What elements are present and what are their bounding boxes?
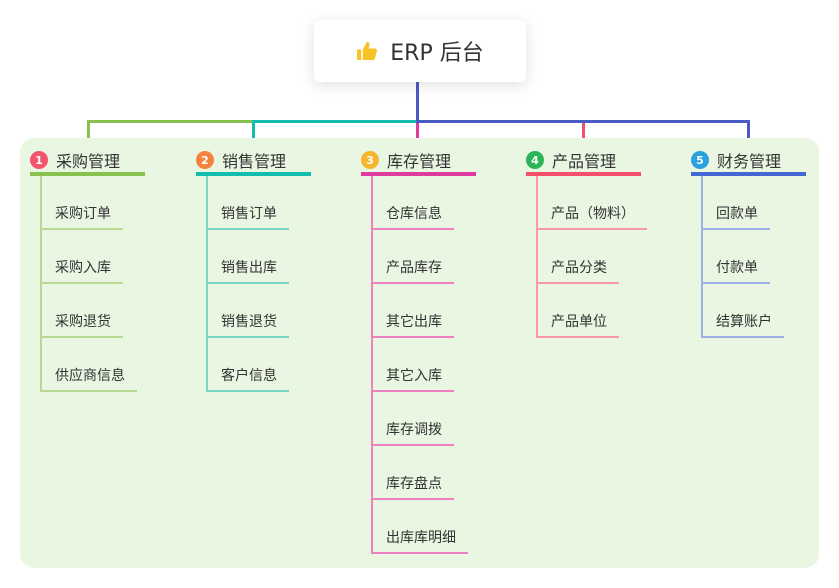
branch-label: 财务管理 <box>717 152 782 171</box>
mindmap-node[interactable]: 客户信息 <box>206 338 358 392</box>
mindmap-node[interactable]: 库存调拨 <box>371 392 523 446</box>
branch-spine-line <box>40 176 42 392</box>
branch-header-sales[interactable]: 2 销售管理 <box>196 148 311 176</box>
branch-purchase: 1 采购管理 采购订单采购入库采购退货供应商信息 <box>30 148 192 392</box>
mindmap-node[interactable]: 供应商信息 <box>40 338 192 392</box>
mindmap-node-label: 采购入库 <box>40 261 123 284</box>
mindmap-node[interactable]: 其它入库 <box>371 338 523 392</box>
mindmap-node-label: 产品（物料） <box>536 207 647 230</box>
branch-label: 销售管理 <box>222 152 287 171</box>
mindmap-node[interactable]: 采购入库 <box>40 230 192 284</box>
mindmap-node[interactable]: 其它出库 <box>371 284 523 338</box>
branch-items: 采购订单采购入库采购退货供应商信息 <box>40 176 192 392</box>
branch-sales: 2 销售管理 销售订单销售出库销售退货客户信息 <box>196 148 358 392</box>
mindmap-node-label: 销售出库 <box>206 261 289 284</box>
branch-header-finance[interactable]: 5 财务管理 <box>691 148 806 176</box>
branch-items: 回款单付款单结算账户 <box>701 176 839 338</box>
connector-drop-inventory <box>416 120 419 148</box>
branch-spine-line <box>536 176 538 338</box>
branch-spine-line <box>206 176 208 392</box>
mindmap-node[interactable]: 销售订单 <box>206 176 358 230</box>
mindmap-node-label: 产品库存 <box>371 261 454 284</box>
mindmap-node[interactable]: 产品（物料） <box>536 176 688 230</box>
mindmap-node-label: 库存调拨 <box>371 423 454 446</box>
branch-header-inventory[interactable]: 3 库存管理 <box>361 148 476 176</box>
mindmap-node[interactable]: 销售出库 <box>206 230 358 284</box>
mindmap-node-label: 采购退货 <box>40 315 123 338</box>
branch-number-badge: 2 <box>196 151 214 169</box>
mindmap-node[interactable]: 回款单 <box>701 176 839 230</box>
mindmap-node[interactable]: 产品库存 <box>371 230 523 284</box>
connector-drop-finance <box>747 120 750 148</box>
connector-drop-sales <box>252 120 255 148</box>
mindmap-node-label: 库存盘点 <box>371 477 454 500</box>
connector-drop-purchase <box>87 120 90 148</box>
branch-header-product[interactable]: 4 产品管理 <box>526 148 641 176</box>
mindmap-node-label: 销售退货 <box>206 315 289 338</box>
mindmap-node[interactable]: 出库库明细 <box>371 500 523 554</box>
connector-horizontal-mid <box>252 120 419 123</box>
branch-header-purchase[interactable]: 1 采购管理 <box>30 148 145 176</box>
mindmap-node[interactable]: 库存盘点 <box>371 446 523 500</box>
mindmap-node-label: 其它出库 <box>371 315 454 338</box>
branch-number-badge: 1 <box>30 151 48 169</box>
mindmap-node[interactable]: 采购退货 <box>40 284 192 338</box>
thumbs-up-icon <box>356 39 380 63</box>
branch-inventory: 3 库存管理 仓库信息产品库存其它出库其它入库库存调拨库存盘点出库库明细 <box>361 148 523 554</box>
connector-drop-product <box>582 120 585 148</box>
mindmap-node[interactable]: 产品单位 <box>536 284 688 338</box>
mindmap-node[interactable]: 付款单 <box>701 230 839 284</box>
mindmap-node-label: 其它入库 <box>371 369 454 392</box>
mindmap-node-label: 产品分类 <box>536 261 619 284</box>
branch-label: 产品管理 <box>552 152 617 171</box>
mindmap-node-label: 仓库信息 <box>371 207 454 230</box>
branch-product: 4 产品管理 产品（物料） 产品分类产品单位 <box>526 148 688 338</box>
branch-spine-line <box>701 176 703 338</box>
mindmap-node-label: 产品单位 <box>536 315 619 338</box>
root-node[interactable]: ERP 后台 <box>314 20 526 82</box>
root-title: ERP 后台 <box>390 41 484 66</box>
branch-items: 销售订单销售出库销售退货客户信息 <box>206 176 358 392</box>
mindmap-node-label: 销售订单 <box>206 207 289 230</box>
mindmap-node[interactable]: 采购订单 <box>40 176 192 230</box>
branch-items: 产品（物料） 产品分类产品单位 <box>536 176 688 338</box>
branch-label: 采购管理 <box>56 152 121 171</box>
branch-spine-line <box>371 176 373 554</box>
mindmap-node-label: 出库库明细 <box>371 531 468 554</box>
mindmap-node-label: 回款单 <box>701 207 770 230</box>
connector-horizontal-right <box>416 120 750 123</box>
mindmap-node-label: 采购订单 <box>40 207 123 230</box>
branch-finance: 5 财务管理 回款单付款单结算账户 <box>691 148 839 338</box>
branches-panel <box>20 138 819 568</box>
branch-number-badge: 3 <box>361 151 379 169</box>
mindmap-node-label: 付款单 <box>701 261 770 284</box>
mindmap-node[interactable]: 仓库信息 <box>371 176 523 230</box>
mindmap-node[interactable]: 结算账户 <box>701 284 839 338</box>
mindmap-node-label: 客户信息 <box>206 369 289 392</box>
mindmap-node-label: 结算账户 <box>701 315 784 338</box>
branch-items: 仓库信息产品库存其它出库其它入库库存调拨库存盘点出库库明细 <box>371 176 523 554</box>
mindmap-node[interactable]: 产品分类 <box>536 230 688 284</box>
mindmap-node-label: 供应商信息 <box>40 369 137 392</box>
mindmap-node[interactable]: 销售退货 <box>206 284 358 338</box>
branch-label: 库存管理 <box>387 152 452 171</box>
connector-root-stem <box>416 82 419 123</box>
branch-number-badge: 5 <box>691 151 709 169</box>
branch-number-badge: 4 <box>526 151 544 169</box>
